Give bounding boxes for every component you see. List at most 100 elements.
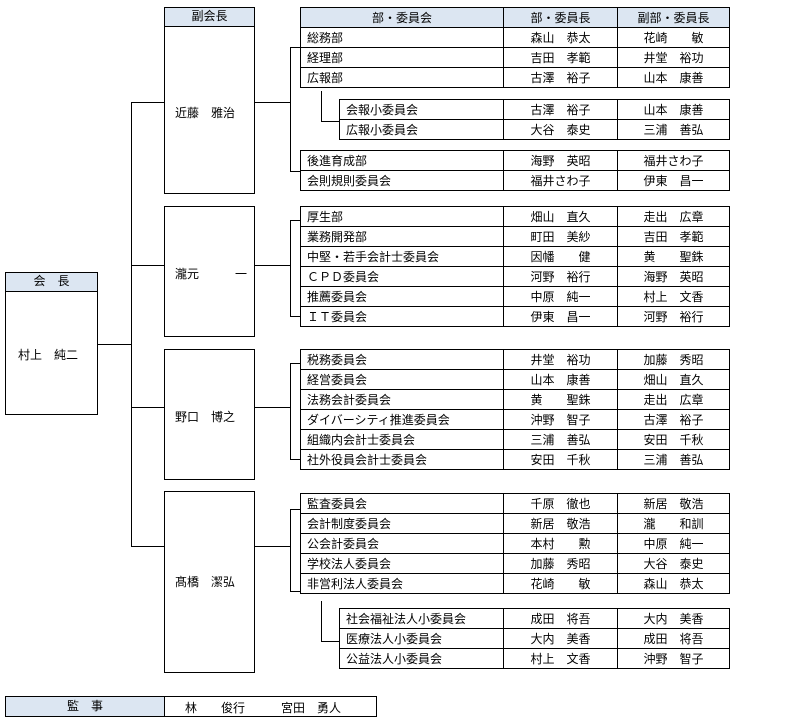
committee-name: 業務開発部 <box>300 226 504 247</box>
committee-table-g4: 監査委員会千原 徹也新居 敬浩会計制度委員会新居 敬浩瀧 和訓公会計委員会本村 … <box>300 493 730 594</box>
auditor-names: 林 俊行 宮田 勇人 <box>185 701 342 715</box>
committee-chair: 村上 文香 <box>503 648 618 669</box>
committee-chair: 吉田 孝範 <box>503 47 618 68</box>
vp-box-4: 髙橋 潔弘 <box>164 491 255 673</box>
committee-name: 後進育成部 <box>300 150 504 171</box>
committee-name: 会報小委員会 <box>339 99 504 120</box>
connector-vp2 <box>131 265 164 266</box>
committee-vice: 吉田 孝範 <box>617 226 730 247</box>
committee-row: ＩＴ委員会伊東 昌一河野 裕行 <box>300 306 730 327</box>
committee-chair: 花崎 敏 <box>503 573 618 594</box>
committee-vice: 伊東 昌一 <box>617 170 730 191</box>
committee-chair: 畑山 直久 <box>503 206 618 227</box>
vp-name-2: 瀧元 一 <box>175 267 248 281</box>
committee-row: 厚生部畑山 直久走出 広章 <box>300 206 730 227</box>
connector-g1-b <box>290 171 300 172</box>
connector-g1-v <box>290 47 291 172</box>
connector-g4-b <box>290 591 300 592</box>
committee-subtable-g1: 会報小委員会古澤 裕子山本 康善広報小委員会大谷 泰史三浦 善弘 <box>339 99 730 140</box>
committee-vice: 沖野 智子 <box>617 648 730 669</box>
committee-vice: 森山 恭太 <box>617 573 730 594</box>
connector-g1-a <box>290 47 300 48</box>
chairman-name: 村上 純二 <box>18 348 79 362</box>
connector-g4-sub-v <box>321 601 322 642</box>
chairman-header: 会 長 <box>5 272 98 292</box>
connector-g4-sub-h <box>321 641 339 642</box>
committee-chair: 福井さわ子 <box>503 170 618 191</box>
committee-name: 広報小委員会 <box>339 119 504 140</box>
committee-row: 経理部吉田 孝範井堂 裕功 <box>300 47 730 68</box>
committee-row: 後進育成部海野 英昭福井さわ子 <box>300 150 730 171</box>
committee-chair: 古澤 裕子 <box>503 99 618 120</box>
vp-box-3: 野口 博之 <box>164 349 255 480</box>
committee-name: 医療法人小委員会 <box>339 628 504 649</box>
connector-g2-a <box>290 220 300 221</box>
committee-name: 推薦委員会 <box>300 286 504 307</box>
committee-chair: 安田 千秋 <box>503 449 618 470</box>
vp-header: 副会長 <box>164 7 255 27</box>
committee-vice: 山本 康善 <box>617 67 730 88</box>
committee-name: 社会福祉法人小委員会 <box>339 608 504 629</box>
connector-g3-a <box>290 363 300 364</box>
connector-g4-v <box>290 509 291 592</box>
committee-vice: 山本 康善 <box>617 99 730 120</box>
committee-vice: 村上 文香 <box>617 286 730 307</box>
committee-name: 経理部 <box>300 47 504 68</box>
committee-row: ＣＰＤ委員会河野 裕行海野 英昭 <box>300 266 730 287</box>
committee-chair: 成田 将吾 <box>503 608 618 629</box>
committee-row: 税務委員会井堂 裕功加藤 秀昭 <box>300 349 730 370</box>
connector-g4-h <box>255 546 291 547</box>
committee-name: 公益法人小委員会 <box>339 648 504 669</box>
chairman-box: 村上 純二 <box>5 291 98 415</box>
committee-row: 社外役員会計士委員会安田 千秋三浦 善弘 <box>300 449 730 470</box>
committee-vice: 走出 広章 <box>617 206 730 227</box>
committee-chair: 大谷 泰史 <box>503 119 618 140</box>
committee-name: 総務部 <box>300 27 504 48</box>
connector-g1-h <box>255 102 291 103</box>
connector-g3-h <box>255 407 291 408</box>
committee-subtable-g4: 社会福祉法人小委員会成田 将吾大内 美香医療法人小委員会大内 美香成田 将吾公益… <box>339 608 730 669</box>
committee-name: 経営委員会 <box>300 369 504 390</box>
committee-row: 会則規則委員会福井さわ子伊東 昌一 <box>300 170 730 191</box>
vp-name-1: 近藤 雅治 <box>175 106 236 120</box>
committee-chair: 千原 徹也 <box>503 493 618 514</box>
committee-vice: 花崎 敏 <box>617 27 730 48</box>
connector-g3-b <box>290 459 300 460</box>
committee-row: 医療法人小委員会大内 美香成田 将吾 <box>339 628 730 649</box>
committee-name: 会計制度委員会 <box>300 513 504 534</box>
committee-chair: 古澤 裕子 <box>503 67 618 88</box>
committee-row: 学校法人委員会加藤 秀昭大谷 泰史 <box>300 553 730 574</box>
committee-vice: 成田 将吾 <box>617 628 730 649</box>
committee-row: 推薦委員会中原 純一村上 文香 <box>300 286 730 307</box>
committee-row: 公会計委員会本村 勲中原 純一 <box>300 533 730 554</box>
committee-vice: 黄 聖銖 <box>617 246 730 267</box>
committee-chair: 黄 聖銖 <box>503 389 618 410</box>
committee-name: 中堅・若手会計士委員会 <box>300 246 504 267</box>
committee-name: 組織内会計士委員会 <box>300 429 504 450</box>
connector-g2-v <box>290 220 291 317</box>
vp-name-3: 野口 博之 <box>175 410 236 424</box>
committee-vice: 三浦 善弘 <box>617 119 730 140</box>
committee-name: 公会計委員会 <box>300 533 504 554</box>
committee-name: 会則規則委員会 <box>300 170 504 191</box>
committee-table-g1-a: 総務部森山 恭太花崎 敏経理部吉田 孝範井堂 裕功広報部古澤 裕子山本 康善 <box>300 27 730 88</box>
connector-g2-h <box>255 265 291 266</box>
committee-chair: 河野 裕行 <box>503 266 618 287</box>
vp-box-2: 瀧元 一 <box>164 206 255 337</box>
committee-chair: 海野 英昭 <box>503 150 618 171</box>
committee-vice: 福井さわ子 <box>617 150 730 171</box>
committee-chair: 三浦 善弘 <box>503 429 618 450</box>
committee-name: 監査委員会 <box>300 493 504 514</box>
committee-row: 非営利法人委員会花崎 敏森山 恭太 <box>300 573 730 594</box>
connector-g4-a <box>290 509 300 510</box>
header-vice: 副部・委員長 <box>617 7 730 28</box>
committee-row: 公益法人小委員会村上 文香沖野 智子 <box>339 648 730 669</box>
committee-row: 業務開発部町田 美紗吉田 孝範 <box>300 226 730 247</box>
committee-chair: 新居 敬浩 <box>503 513 618 534</box>
committee-vice: 中原 純一 <box>617 533 730 554</box>
committee-name: ＩＴ委員会 <box>300 306 504 327</box>
committee-chair: 森山 恭太 <box>503 27 618 48</box>
committee-chair: 本村 勲 <box>503 533 618 554</box>
committee-row: 監査委員会千原 徹也新居 敬浩 <box>300 493 730 514</box>
committee-vice: 瀧 和訓 <box>617 513 730 534</box>
